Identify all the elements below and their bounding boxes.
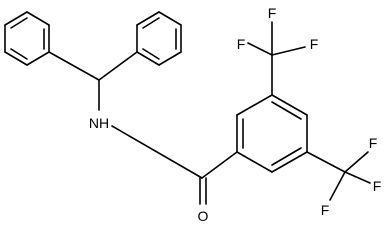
atom-label-f-top-3: F [310,36,319,52]
atom-label-nh: NH [89,115,109,131]
carbonyl-ring-bond [201,151,238,179]
atom-label-f-bottom-2: F [373,178,382,194]
cf3-group-top [247,21,306,96]
atom-label-f-bottom-1: F [369,135,378,151]
benzhydryl-bonds [48,51,138,111]
atom-label-f-top-2: F [237,36,246,52]
cf3-group-bottom [306,151,371,201]
phenyl-ring-left [4,11,50,66]
amide-n-c-bond [111,125,203,179]
molecule-structure-diagram: NH O F F F F F F [4,5,382,224]
central-benzene-ring [236,94,308,173]
phenyl-ring-right [136,11,182,66]
atom-label-f-top-1: F [268,5,277,21]
atom-label-o: O [198,208,209,224]
atom-label-f-bottom-3: F [321,202,330,218]
carbonyl-double-bond [199,177,207,205]
